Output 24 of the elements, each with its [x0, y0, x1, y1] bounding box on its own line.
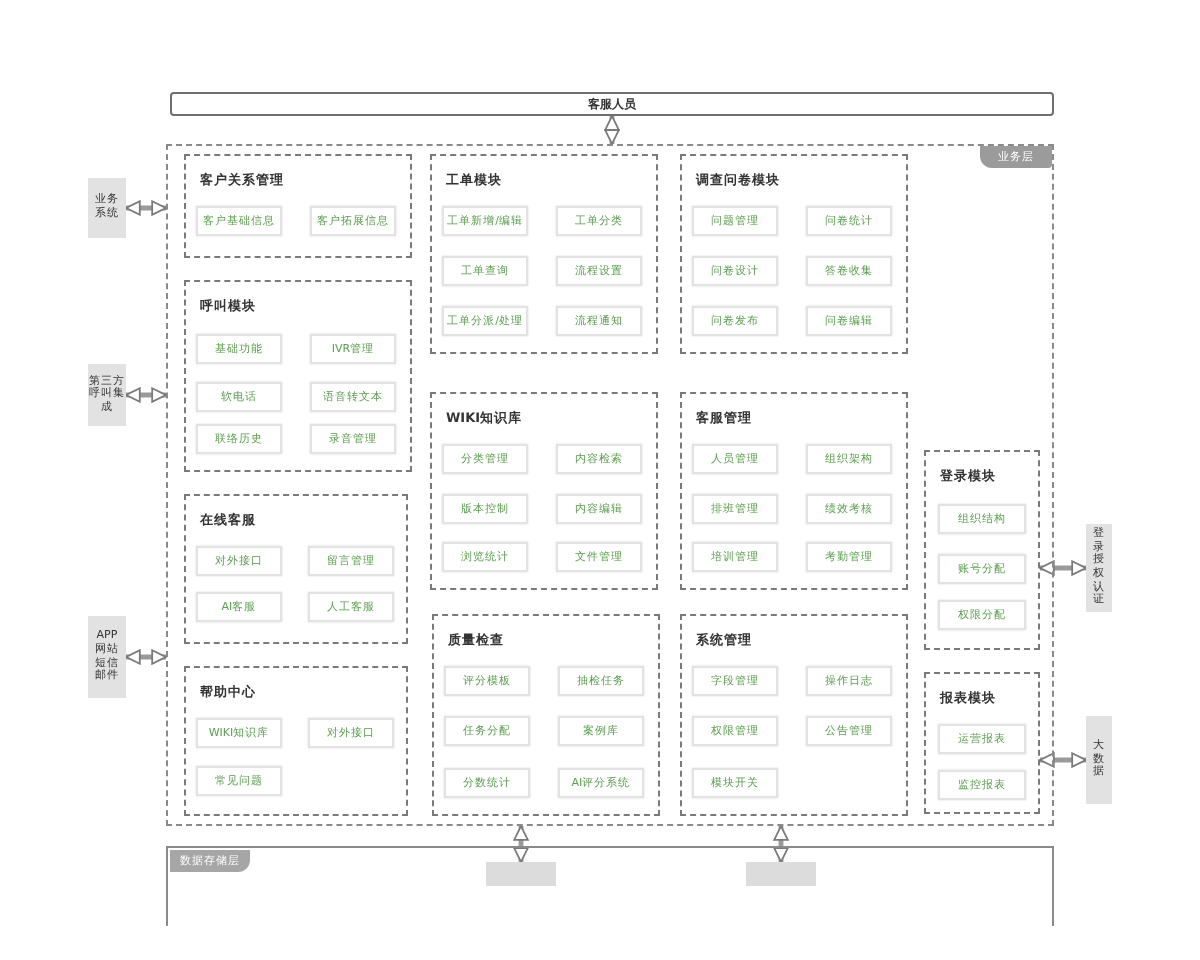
module-panel	[430, 154, 658, 354]
double-arrow	[125, 649, 167, 665]
module-panel	[680, 392, 908, 590]
module-panel	[184, 494, 408, 644]
module-panel	[924, 450, 1040, 650]
module-panel	[680, 154, 908, 354]
double-arrow	[125, 387, 167, 403]
double-arrow	[604, 115, 620, 145]
storage-layer-panel	[166, 846, 1054, 926]
module-panel	[184, 280, 412, 472]
module-panel	[680, 614, 908, 816]
double-arrow	[125, 200, 167, 216]
module-panel	[430, 392, 658, 590]
module-panel	[432, 614, 660, 816]
double-arrow	[773, 825, 789, 863]
module-panel	[184, 154, 412, 258]
double-arrow	[1039, 752, 1087, 768]
double-arrow	[1039, 560, 1087, 576]
module-panel	[924, 672, 1040, 814]
double-arrow	[513, 825, 529, 863]
module-panel	[184, 666, 408, 816]
layer-frame	[166, 144, 1054, 826]
box-shape	[486, 862, 556, 886]
box-shape	[746, 862, 816, 886]
